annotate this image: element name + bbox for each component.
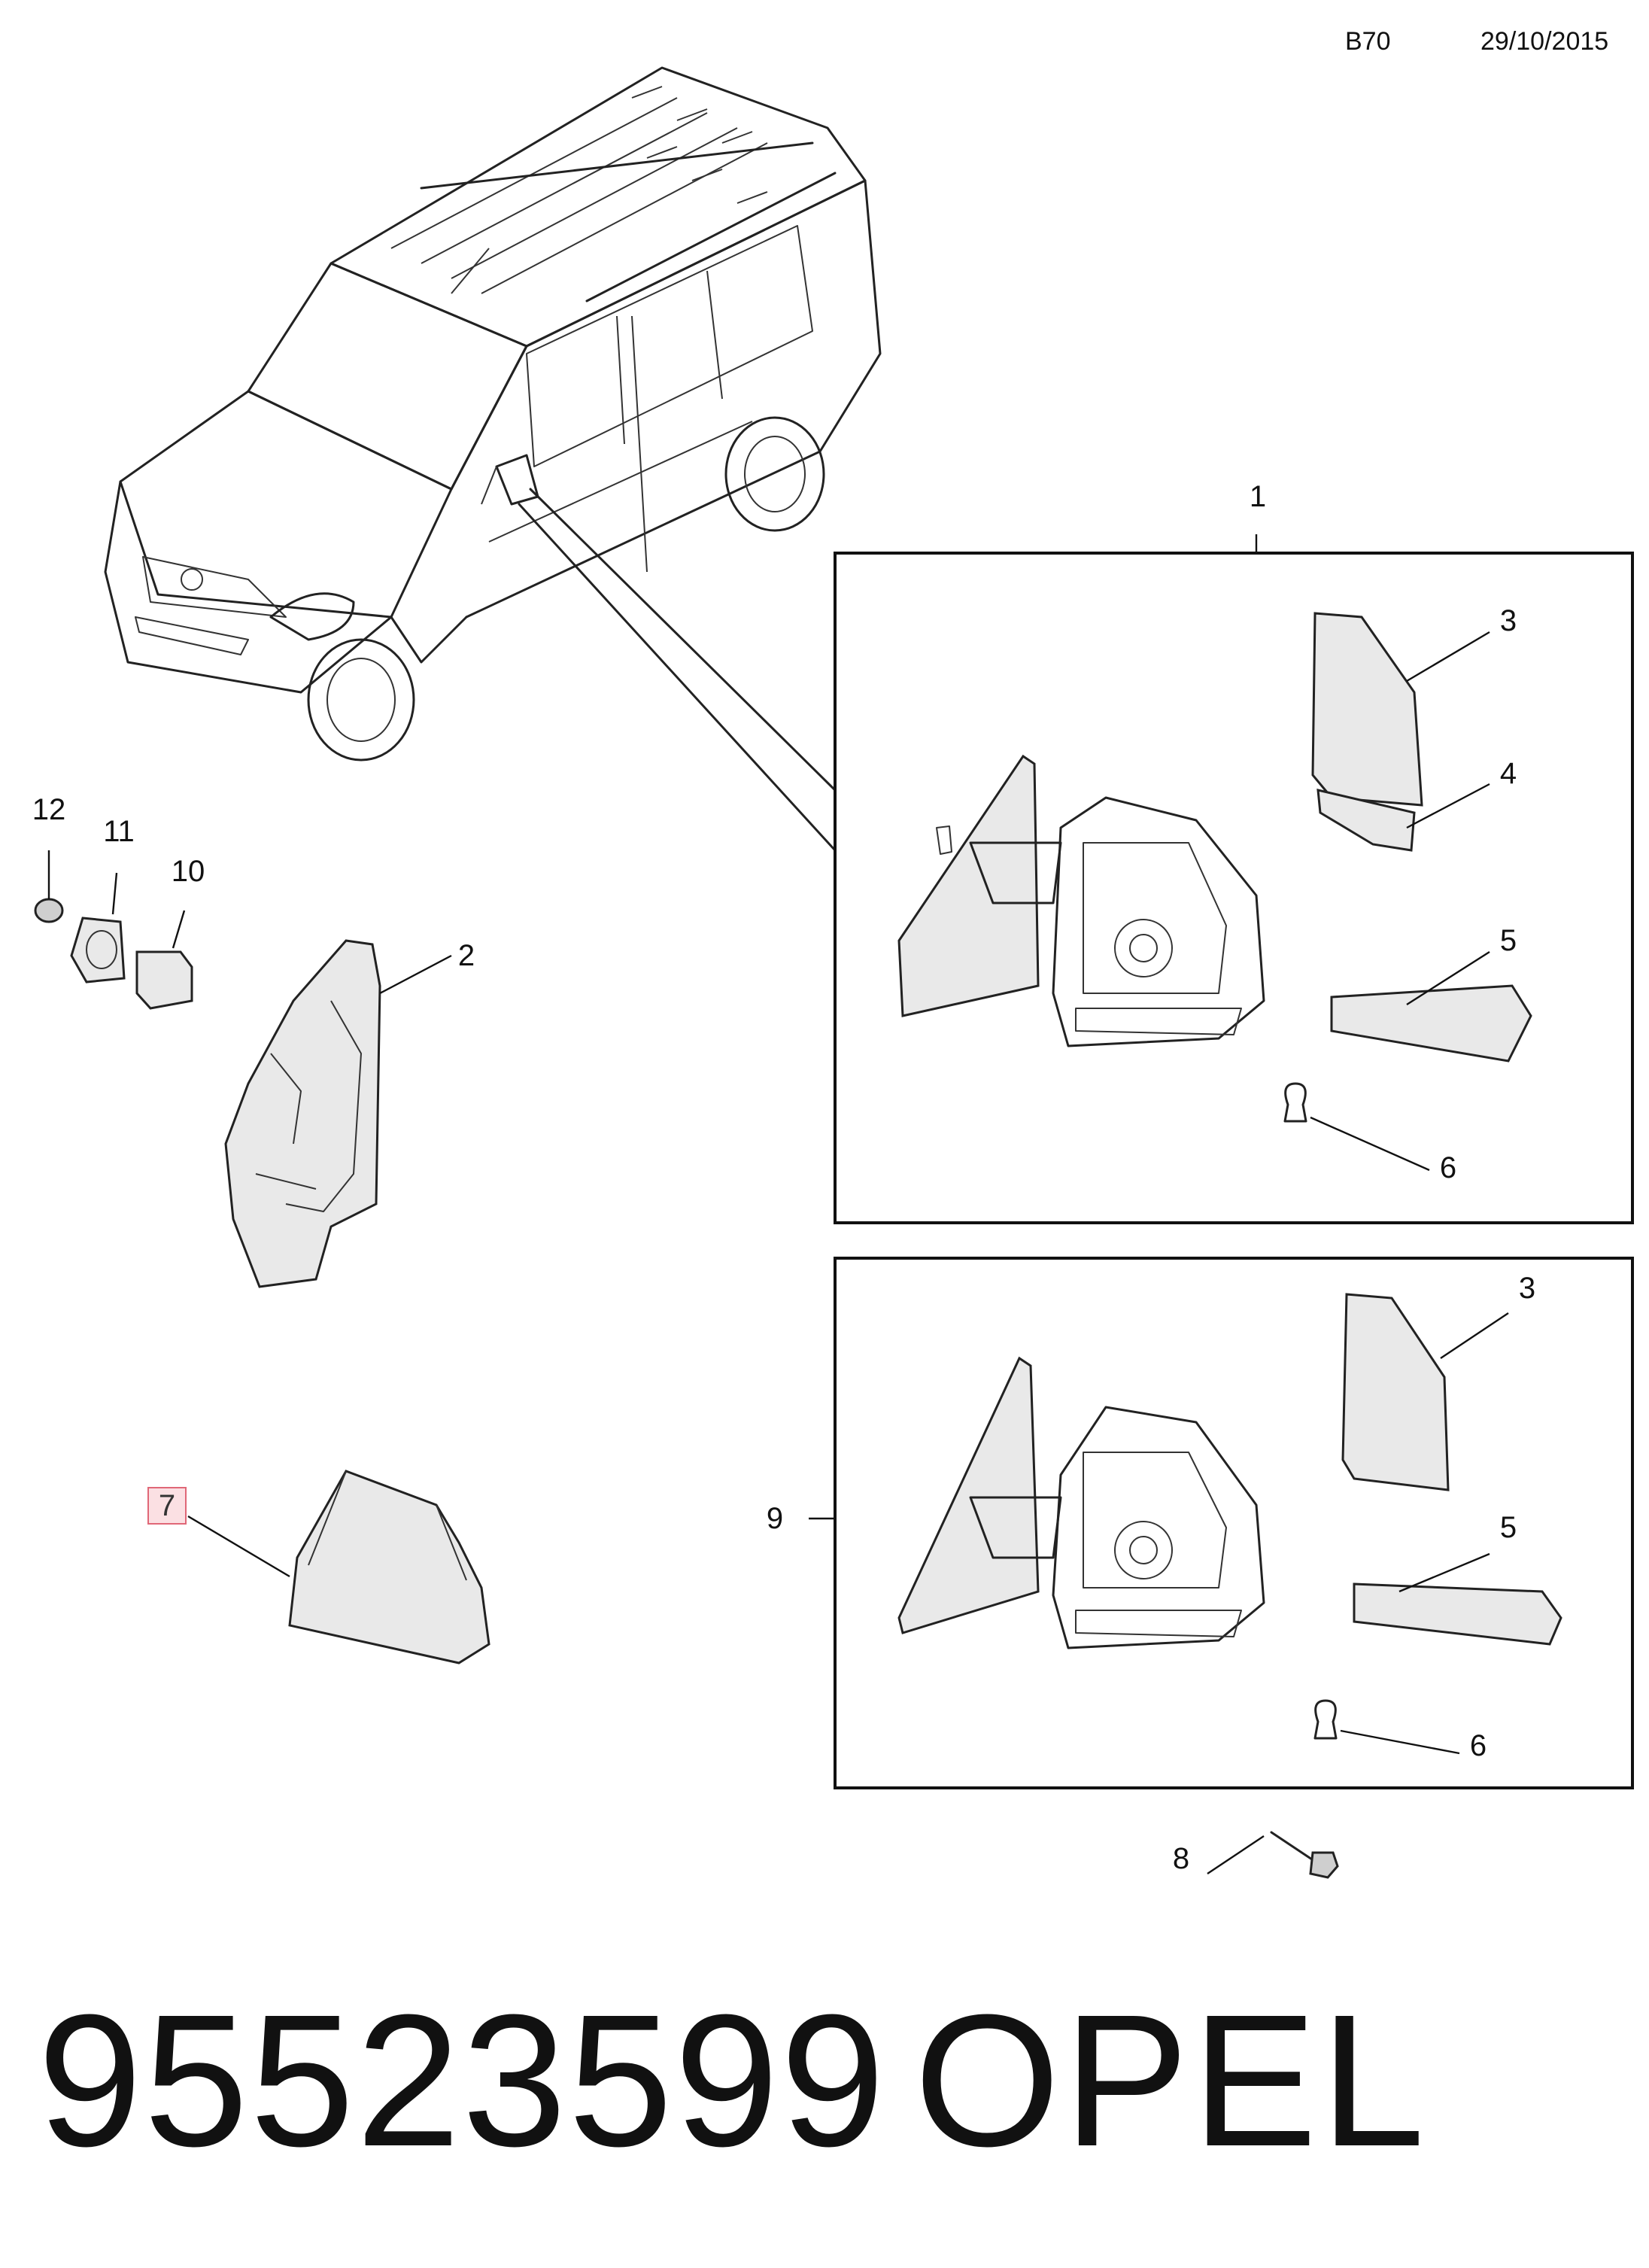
- callout-10: 10: [171, 855, 205, 888]
- connector-10: [135, 950, 193, 1010]
- callout-4: 4: [1499, 757, 1517, 790]
- callout-12: 12: [32, 793, 66, 826]
- assembly-box-1: [834, 552, 1634, 1224]
- bulb-1: [1283, 1082, 1307, 1123]
- mirror-glass-2: [1341, 1293, 1450, 1491]
- mirror-glass-1: [1311, 612, 1423, 807]
- brand-name: OPEL: [914, 1975, 1428, 2185]
- bulb-2: [1313, 1699, 1338, 1740]
- van-illustration: [104, 66, 882, 762]
- grommet-12: [34, 898, 64, 923]
- callout-2: 2: [457, 939, 475, 972]
- callout-5-box1: 5: [1499, 924, 1517, 957]
- callout-9: 9: [766, 1502, 784, 1535]
- mirror-assembly-2: [897, 1356, 1265, 1649]
- blind-spot-glass: [1316, 789, 1416, 852]
- callout-8: 8: [1172, 1842, 1190, 1875]
- assembly-box-9: [834, 1257, 1634, 1789]
- callout-7-highlighted: 7: [147, 1487, 187, 1525]
- callout-6-box9: 6: [1469, 1729, 1487, 1762]
- callout-11: 11: [103, 815, 135, 848]
- mirror-cap: [288, 1470, 490, 1665]
- bolt: [1270, 1831, 1318, 1864]
- zoom-line-upper: [529, 488, 837, 792]
- callout-3-box9: 3: [1518, 1272, 1536, 1305]
- callout-1: 1: [1249, 480, 1267, 513]
- turn-signal-lamp-2: [1353, 1582, 1562, 1646]
- part-number: 95523599: [38, 1975, 887, 2185]
- callout-5-box9: 5: [1499, 1511, 1517, 1544]
- diagram-date: 29/10/2015: [1480, 27, 1609, 56]
- turn-signal-lamp-1: [1330, 984, 1532, 1063]
- callout-6-box1: 6: [1439, 1151, 1457, 1184]
- callout-3-box1: 3: [1499, 604, 1517, 637]
- mirror-cover: [224, 939, 381, 1288]
- zoom-line-lower: [518, 503, 837, 852]
- mirror-assembly-1: [897, 754, 1265, 1047]
- section-code: B70: [1345, 27, 1391, 56]
